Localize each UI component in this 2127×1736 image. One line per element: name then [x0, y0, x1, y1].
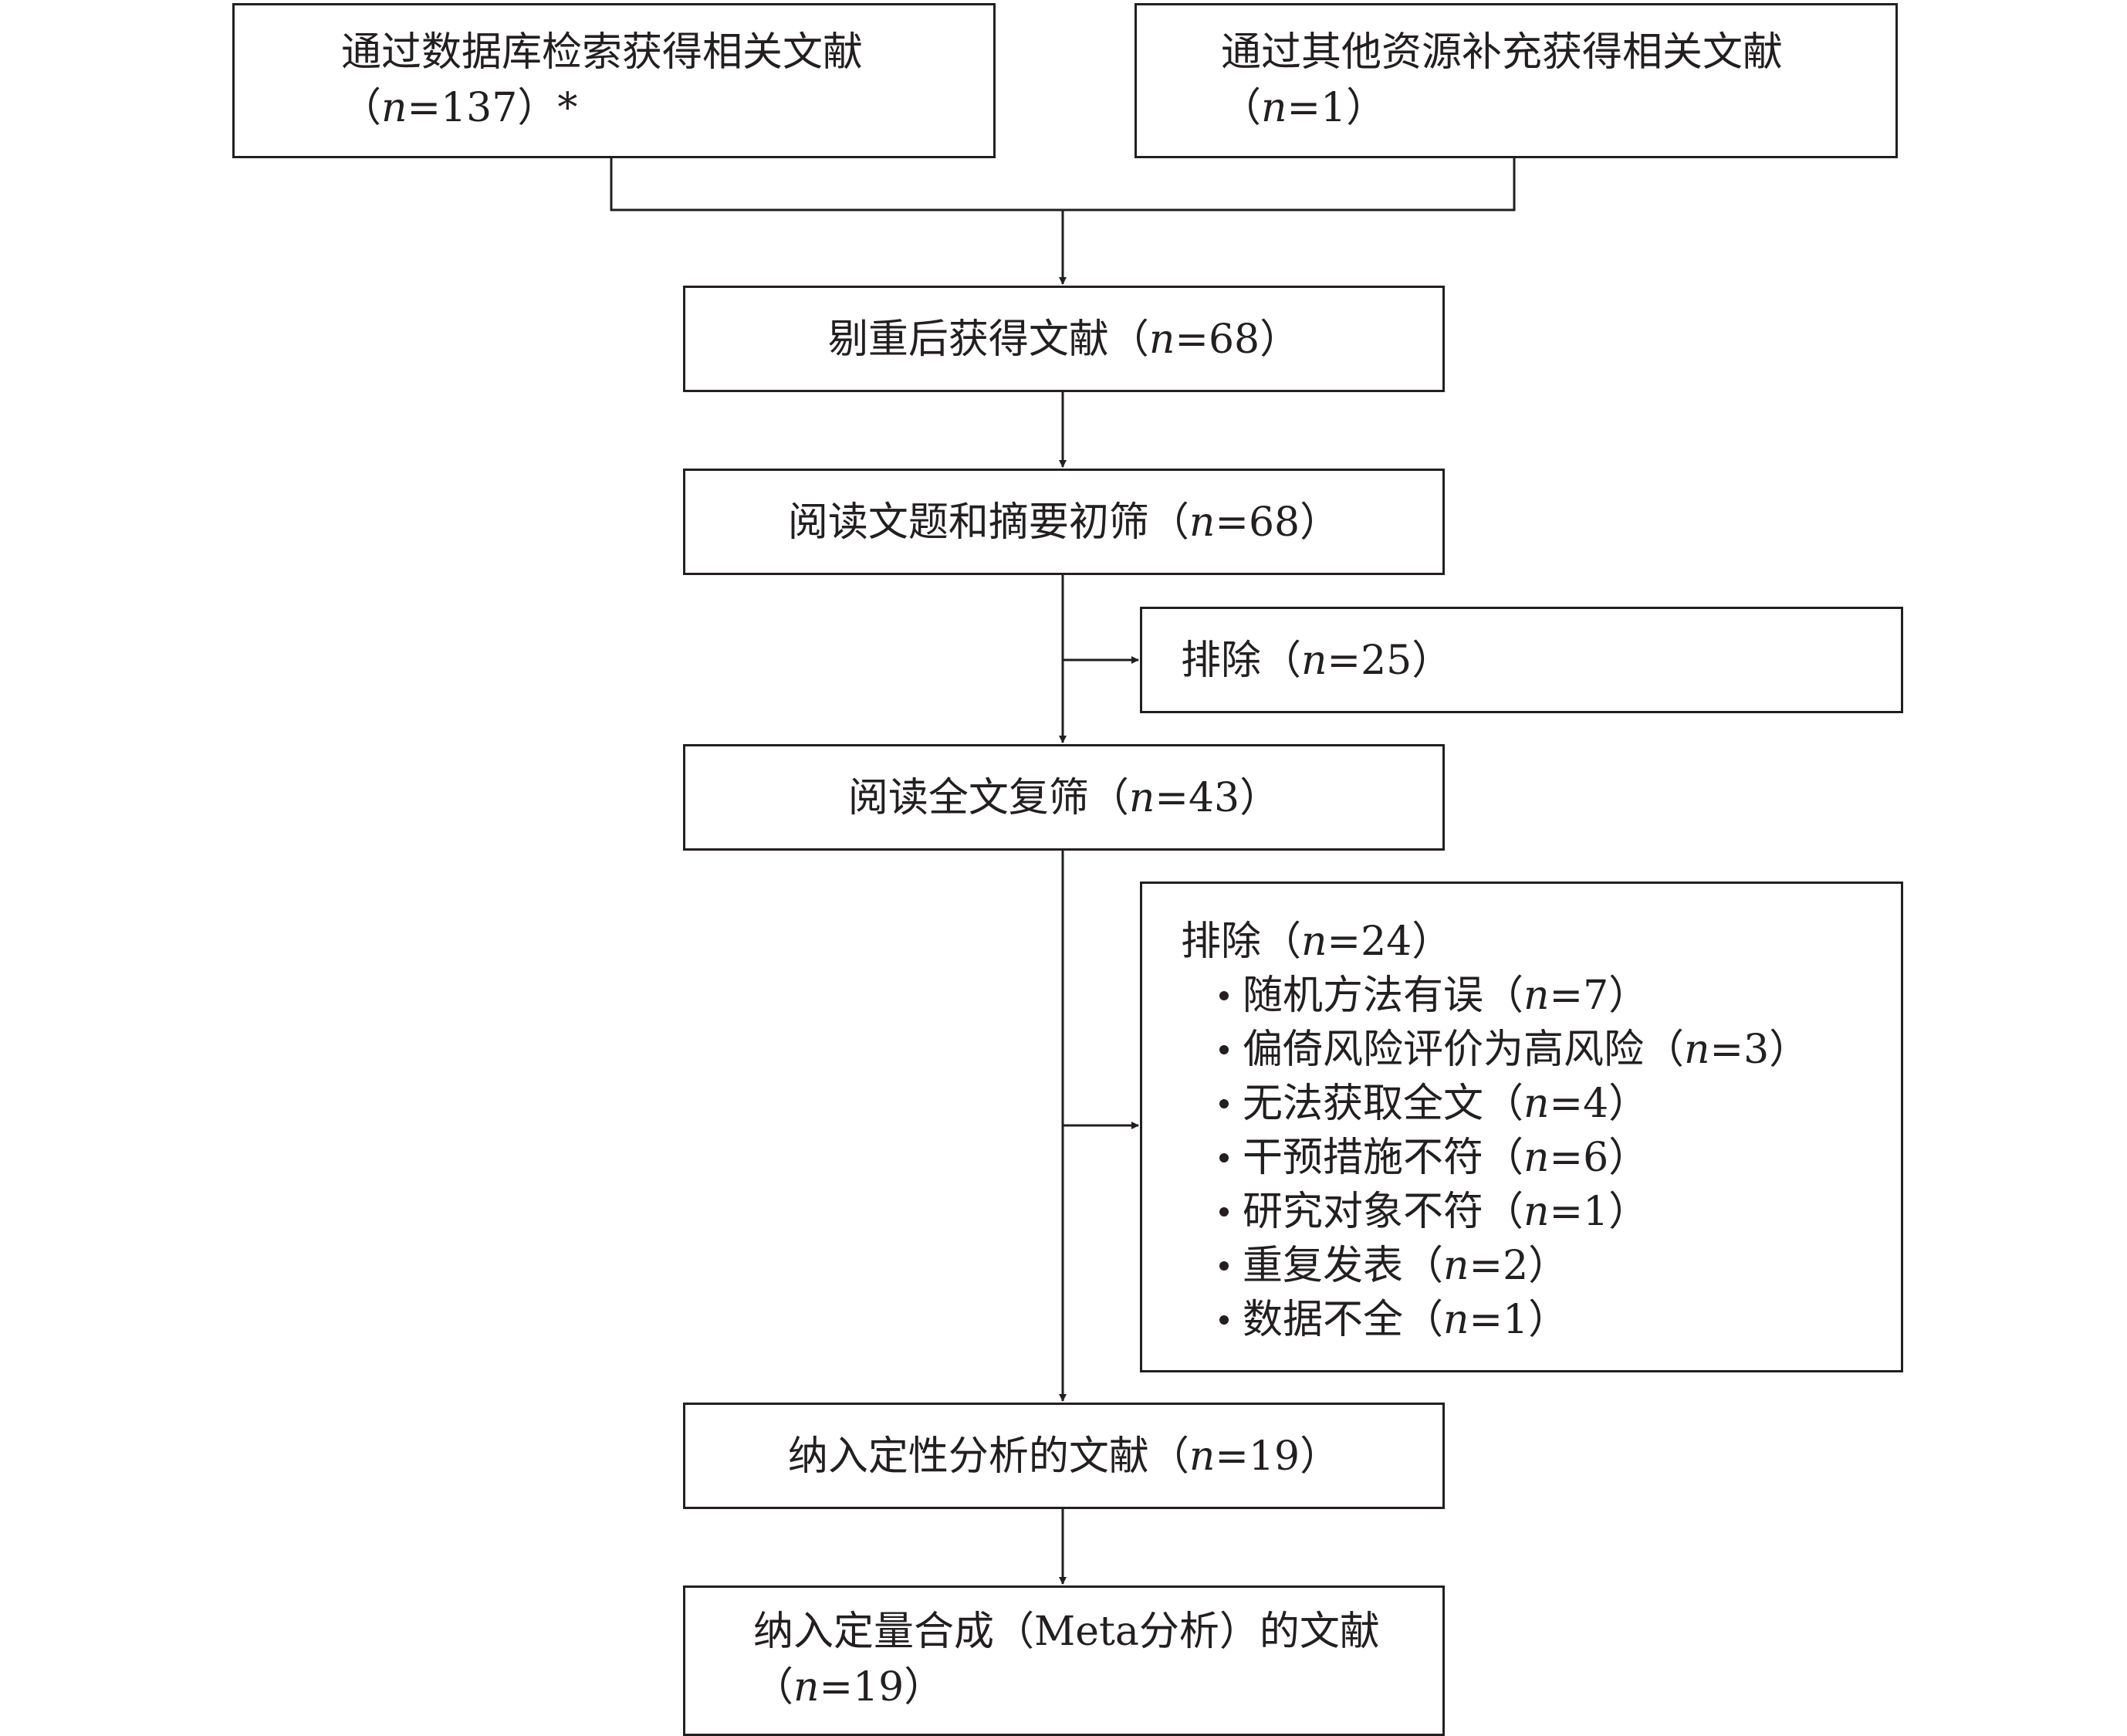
title-abstract-screening-box: 阅读文题和摘要初筛（n=68）: [683, 469, 1445, 575]
other-sources-count: （n=1）: [1221, 85, 1387, 131]
db-search-box: 通过数据库检索获得相关文献 （n=137）*: [232, 3, 996, 158]
excluded-1-label: 排除（n=25）: [1181, 638, 1452, 684]
fulltext-screening-box: 阅读全文复筛（n=43）: [683, 744, 1445, 851]
exclusion-reason-item: 无法获取全文（n=4）: [1219, 1077, 1649, 1131]
bullet-icon: [1219, 1044, 1229, 1054]
other-sources-label: 通过其他资源补充获得相关文献: [1221, 29, 1784, 76]
dedup-label: 剔重后获得文献（n=68）: [827, 316, 1300, 363]
qualitative-label: 纳入定性分析的文献（n=19）: [787, 1433, 1341, 1480]
bullet-icon: [1219, 1152, 1229, 1162]
bullet-icon: [1219, 1261, 1229, 1271]
db-search-label: 通过数据库检索获得相关文献: [341, 29, 864, 76]
exclusion-reason-item: 数据不全（n=1）: [1219, 1293, 1568, 1347]
meta-analysis-label: 纳入定量合成（Meta分析）的文献: [753, 1609, 1380, 1655]
other-sources-box: 通过其他资源补充获得相关文献 （n=1）: [1135, 3, 1898, 158]
bullet-icon: [1219, 1206, 1229, 1217]
bullet-icon: [1219, 1098, 1229, 1108]
dedup-box: 剔重后获得文献（n=68）: [683, 286, 1445, 392]
exclusion-reason-item: 偏倚风险评价为高风险（n=3）: [1219, 1023, 1809, 1077]
excluded-2-label: 排除（n=24）: [1181, 919, 1452, 965]
exclusion-reason-item: 重复发表（n=2）: [1219, 1239, 1568, 1293]
meta-analysis-count: （n=19）: [753, 1664, 945, 1711]
excluded-2-box: 排除（n=24） 随机方法有误（n=7） 偏倚风险评价为高风险（n=3） 无法获…: [1140, 882, 1903, 1372]
exclusion-reason-item: 随机方法有误（n=7）: [1219, 969, 1649, 1023]
title-abstract-label: 阅读文题和摘要初筛（n=68）: [787, 499, 1341, 546]
merge-bracket-line: [610, 158, 1516, 212]
exclusion-reason-item: 干预措施不符（n=6）: [1219, 1131, 1649, 1185]
fulltext-label: 阅读全文复筛（n=43）: [847, 775, 1280, 821]
excluded-1-box: 排除（n=25）: [1140, 607, 1903, 713]
meta-analysis-box: 纳入定量合成（Meta分析）的文献 （n=19）: [683, 1585, 1445, 1736]
qualitative-analysis-box: 纳入定性分析的文献（n=19）: [683, 1403, 1445, 1509]
bullet-icon: [1219, 990, 1229, 1000]
bullet-icon: [1219, 1315, 1229, 1325]
db-search-count: （n=137）*: [341, 85, 578, 131]
exclusion-reason-item: 研究对象不符（n=1）: [1219, 1185, 1649, 1239]
